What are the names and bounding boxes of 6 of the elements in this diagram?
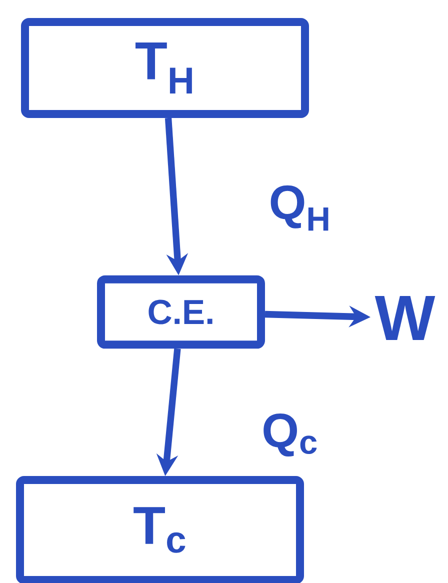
output-label: W [374,296,436,340]
box: C.E. [97,275,265,349]
edge-label: Q$_{H}$ [266,182,334,234]
box: T$_{c}$ [16,476,304,583]
edge-label: Q$_{c}$ [259,410,321,460]
box: T$_{H}$ [21,18,309,118]
